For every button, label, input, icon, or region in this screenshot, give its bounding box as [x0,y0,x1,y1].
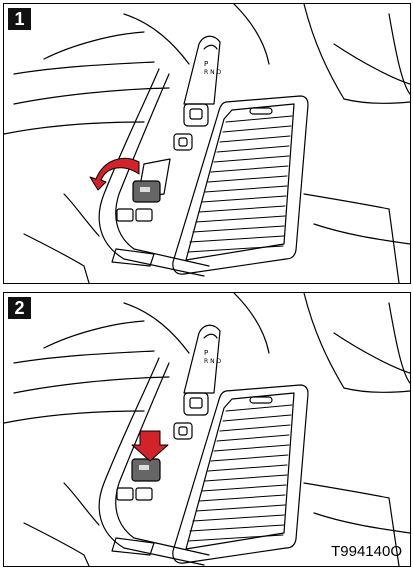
image-code: T994140O [331,543,402,560]
curved-arrow-icon [90,158,139,190]
step-number-badge-1: 1 [8,8,31,30]
svg-text:P: P [204,60,208,68]
console-drawing-1: P R N D [4,4,410,283]
svg-text:R N D: R N D [204,358,221,365]
step-panel-2: P R N D 2 T994140O [3,292,411,567]
svg-text:P: P [204,349,208,357]
svg-text:R N D: R N D [204,69,221,76]
step-number-badge-2: 2 [8,297,31,319]
step-panel-1: P R N D 1 [3,3,411,284]
down-arrow-icon [132,431,168,461]
console-drawing-2: P R N D [4,293,410,566]
